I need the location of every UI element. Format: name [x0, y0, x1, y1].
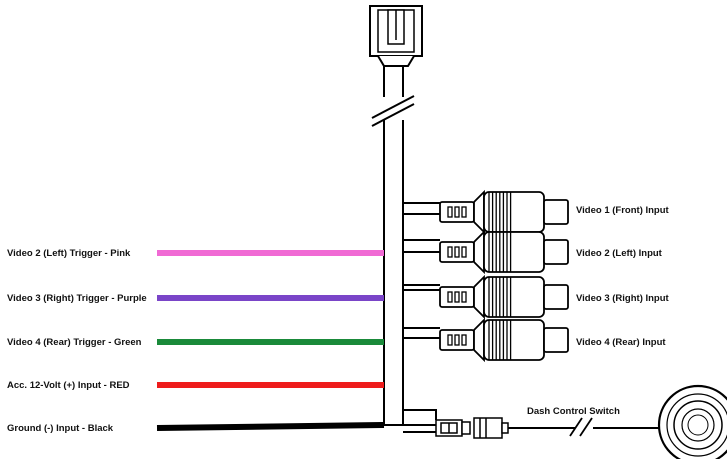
wire-ground	[156, 422, 385, 431]
trunk-cable	[383, 66, 440, 433]
switch-cable	[508, 417, 660, 437]
dash-control-switch	[657, 384, 727, 459]
rca-branch-wires	[402, 165, 440, 420]
label-acc-12v: Acc. 12-Volt (+) Input - RED	[7, 380, 130, 391]
rca-connector-video2	[439, 229, 569, 275]
label-video4-input: Video 4 (Rear) Input	[576, 337, 666, 348]
label-video2-trigger: Video 2 (Left) Trigger - Pink	[7, 248, 131, 259]
harness-plug	[369, 5, 423, 67]
switch-connector	[435, 417, 509, 439]
label-video3-input: Video 3 (Right) Input	[576, 293, 670, 304]
rca-connector-video3	[439, 274, 569, 320]
label-video2-input: Video 2 (Left) Input	[576, 248, 663, 259]
label-video3-trigger: Video 3 (Right) Trigger - Purple	[7, 293, 147, 304]
label-video4-trigger: Video 4 (Rear) Trigger - Green	[7, 337, 142, 348]
label-ground: Ground (-) Input - Black	[7, 423, 114, 434]
rca-connector-video1	[439, 189, 569, 235]
cable-break-mark	[371, 95, 415, 127]
label-video1-input: Video 1 (Front) Input	[576, 205, 670, 216]
rca-connector-video4	[439, 317, 569, 363]
label-dash-control-switch: Dash Control Switch	[527, 406, 620, 417]
